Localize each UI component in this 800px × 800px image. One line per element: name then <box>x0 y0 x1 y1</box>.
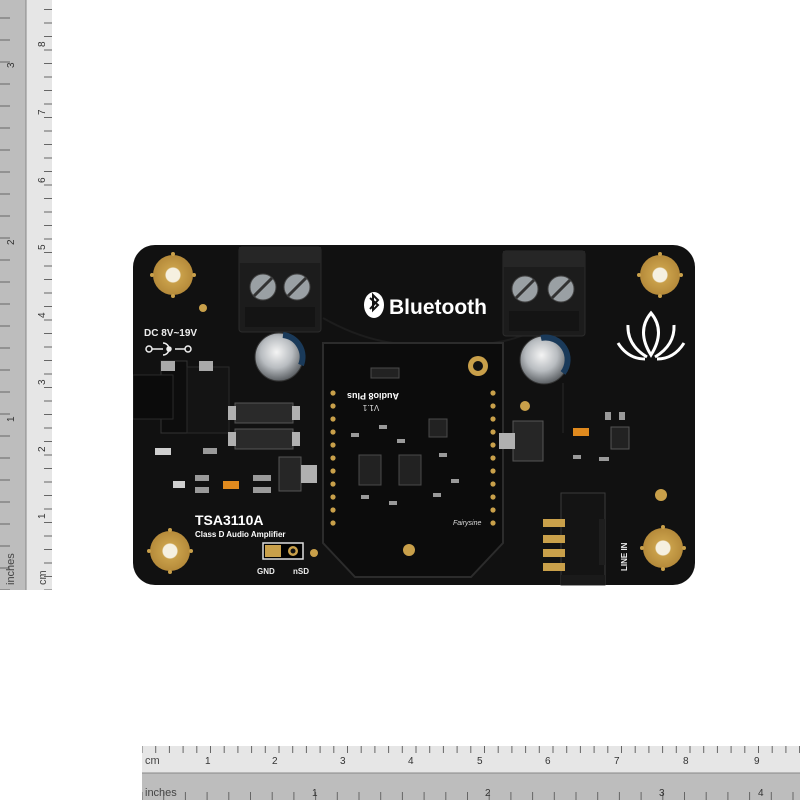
polarity-icon <box>145 342 192 356</box>
audio-line-in-jack <box>543 492 606 586</box>
jumper-gnd-label: GND <box>257 567 275 576</box>
header-pin <box>330 494 336 500</box>
header-pin <box>330 507 336 513</box>
module-chips <box>358 367 448 486</box>
header-pin <box>330 403 336 409</box>
header-pin <box>490 468 496 474</box>
h-inch-tick-2: 2 <box>485 788 491 799</box>
header-pin <box>330 481 336 487</box>
module-sub: V1.1 <box>362 403 379 412</box>
bluetooth-logo: Bluetooth <box>364 292 487 319</box>
mounting-hole-bottom-left <box>150 531 190 571</box>
board-title: TSA3110A <box>195 512 263 528</box>
v-cm-tick-5: 5 <box>37 244 48 250</box>
header-pin <box>490 390 496 396</box>
h-cm-tick-1: 1 <box>205 756 211 767</box>
mounting-hole-bottom-right <box>643 528 683 568</box>
v-inch-tick-3: 3 <box>6 62 17 68</box>
v-cm-tick-3: 3 <box>37 379 48 385</box>
header-pin <box>490 403 496 409</box>
header-pin <box>330 429 336 435</box>
jumper-nsd-label: nSD <box>293 567 309 576</box>
module-smd-parts <box>351 425 459 505</box>
h-inch-tick-1: 1 <box>312 788 318 799</box>
module-brand: Audio8 Plus <box>347 391 399 401</box>
v-inch-tick-2: 2 <box>6 239 17 245</box>
h-inch-tick-3: 3 <box>659 788 665 799</box>
line-in-label: LINE IN <box>620 542 629 571</box>
v-cm-tick-8: 8 <box>37 41 48 47</box>
header-pin <box>330 416 336 422</box>
header-pin <box>330 442 336 448</box>
amplifier-board: Bluetooth DC 8V~19V <box>133 245 695 586</box>
bluetooth-label: Bluetooth <box>389 296 487 319</box>
h-cm-tick-6: 6 <box>545 756 551 767</box>
v-cm-tick-6: 6 <box>37 177 48 183</box>
screw-terminal-right <box>502 250 586 337</box>
header-pin <box>330 520 336 526</box>
h-inch-tick-4: 4 <box>758 788 764 799</box>
h-cm-tick-7: 7 <box>614 756 620 767</box>
v-cm-tick-2: 2 <box>37 446 48 452</box>
header-pin <box>330 390 336 396</box>
vertical-ruler-cm-label: cm <box>37 570 49 585</box>
v-cm-tick-4: 4 <box>37 312 48 318</box>
board-subtitle: Class D Audio Amplifier <box>195 530 286 539</box>
smd-components-right <box>499 401 667 501</box>
lotus-logo-icon <box>616 310 686 361</box>
header-pin <box>490 416 496 422</box>
module-header-pins <box>330 390 496 526</box>
header-pin <box>330 455 336 461</box>
v-inch-tick-1: 1 <box>6 416 17 422</box>
h-cm-tick-2: 2 <box>272 756 278 767</box>
screw-terminal-left <box>238 246 322 333</box>
h-cm-tick-8: 8 <box>683 756 689 767</box>
vertical-ruler-inches-label: inches <box>5 553 17 585</box>
v-cm-tick-1: 1 <box>37 513 48 519</box>
h-cm-tick-4: 4 <box>408 756 414 767</box>
v-cm-tick-7: 7 <box>37 109 48 115</box>
horizontal-ruler: cm inches 1 2 3 4 5 6 7 8 9 1 2 3 4 <box>142 746 800 800</box>
vertical-ruler: inches cm 1 2 3 1 2 3 4 5 6 7 8 <box>0 0 52 590</box>
header-pin <box>490 429 496 435</box>
smd-components-left <box>155 402 317 493</box>
mounting-hole-top-right <box>640 255 680 295</box>
mounting-hole-top-left <box>153 255 193 295</box>
header-pin <box>490 507 496 513</box>
capacitor-right <box>519 334 571 385</box>
dc-power-jack <box>133 360 230 434</box>
horizontal-ruler-cm-label: cm <box>145 755 160 767</box>
nsd-jumper <box>262 542 304 560</box>
header-pin <box>490 481 496 487</box>
capacitor-left <box>254 332 306 382</box>
module-maker: Fairysine <box>453 520 482 527</box>
h-cm-tick-5: 5 <box>477 756 483 767</box>
header-pin <box>490 520 496 526</box>
header-pin <box>330 468 336 474</box>
horizontal-ruler-inches-label: inches <box>145 787 177 799</box>
h-cm-tick-3: 3 <box>340 756 346 767</box>
header-pin <box>490 494 496 500</box>
h-cm-tick-9: 9 <box>754 756 760 767</box>
header-pin <box>490 455 496 461</box>
power-label: DC 8V~19V <box>144 328 197 339</box>
header-pin <box>490 442 496 448</box>
